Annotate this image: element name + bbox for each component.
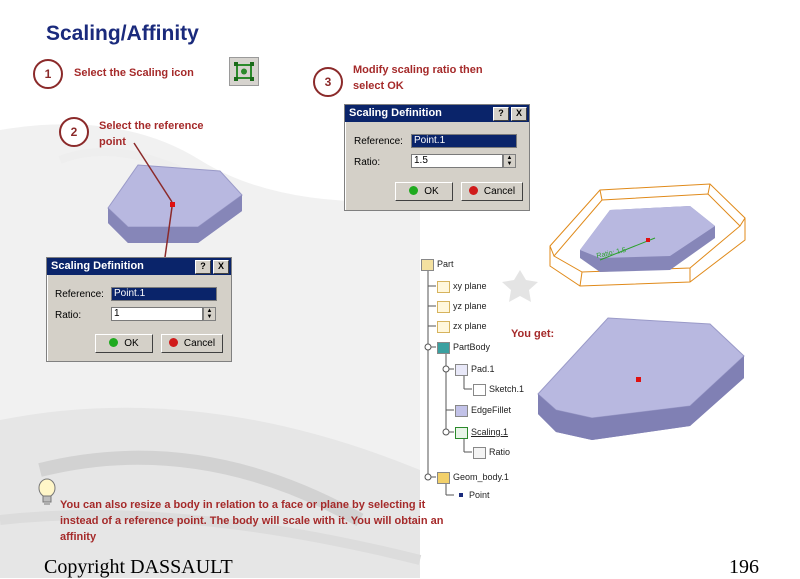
you-get-label: You get: <box>511 328 555 340</box>
cancel-icon <box>468 186 478 195</box>
ratio-spinner[interactable]: ▲▼ <box>203 307 216 321</box>
tree-node-ratio[interactable]: Ratio <box>473 445 510 459</box>
lightbulb-icon <box>38 478 56 505</box>
plane-icon <box>437 300 450 313</box>
tree-node-xy-plane[interactable]: xy plane <box>437 279 487 293</box>
step-3-text: Modify scaling ratio then select OK <box>353 64 483 92</box>
reference-label: Reference: <box>55 289 104 300</box>
part-icon <box>421 258 434 271</box>
ok-button[interactable]: OK <box>95 334 153 353</box>
scaling-icon <box>455 426 468 439</box>
close-button[interactable]: X <box>213 260 229 274</box>
reference-field[interactable]: Point.1 <box>411 134 517 148</box>
ratio-label: Ratio: <box>354 157 381 168</box>
specification-tree: Part xy plane yz plane zx plane PartBody… <box>420 252 620 512</box>
tree-node-point[interactable]: Point <box>455 488 490 502</box>
part-scaled-result-3d[interactable] <box>532 312 752 447</box>
ok-icon <box>409 186 419 195</box>
step-2-number: 2 <box>59 117 89 147</box>
edge-fillet-icon <box>455 404 468 417</box>
copyright-footer: Copyright DASSAULT <box>44 556 233 578</box>
tree-lines <box>424 266 472 496</box>
step-1-text: Select the Scaling icon <box>74 67 194 79</box>
tree-node-geom-body[interactable]: Geom_body.1 <box>437 470 509 484</box>
cancel-icon <box>168 338 178 347</box>
tip-text: You can also resize a body in relation t… <box>60 499 444 543</box>
tree-node-scaling[interactable]: Scaling.1 <box>455 425 508 439</box>
step-3-number: 3 <box>313 67 343 97</box>
part-small-3d[interactable] <box>100 155 250 255</box>
dialog-title: Scaling Definition <box>47 258 231 275</box>
part-scaling-preview-3d[interactable]: Ratio: 1.5 <box>540 178 760 308</box>
help-button[interactable]: ? <box>195 260 211 274</box>
step-1-number: 1 <box>33 59 63 89</box>
tree-node-zx-plane[interactable]: zx plane <box>437 319 487 333</box>
ratio-label: Ratio: <box>55 310 82 321</box>
point-icon <box>459 493 463 498</box>
scaling-icon-button[interactable] <box>229 57 259 86</box>
tree-node-yz-plane[interactable]: yz plane <box>437 299 487 313</box>
tree-node-partbody[interactable]: PartBody <box>437 340 490 354</box>
body-icon <box>437 341 450 354</box>
scaling-definition-dialog-initial[interactable]: Scaling Definition ? X Reference: Point.… <box>46 257 232 362</box>
tree-node-pad[interactable]: Pad.1 <box>455 362 495 376</box>
scaling-definition-dialog-modified[interactable]: Scaling Definition ? X Reference: Point.… <box>344 104 530 211</box>
ok-icon <box>109 338 119 347</box>
help-button[interactable]: ? <box>493 107 509 121</box>
parameter-icon <box>473 446 486 459</box>
ratio-field[interactable]: 1.5 <box>411 154 503 168</box>
page-title: Scaling/Affinity <box>46 22 199 45</box>
page-number: 196 <box>729 556 759 578</box>
ratio-field[interactable]: 1 <box>111 307 203 321</box>
plane-icon <box>437 280 450 293</box>
reference-field[interactable]: Point.1 <box>111 287 217 301</box>
tree-node-sketch[interactable]: Sketch.1 <box>473 382 524 396</box>
sketch-icon <box>473 383 486 396</box>
tree-node-part[interactable]: Part <box>421 257 454 271</box>
geometrical-set-icon <box>437 471 450 484</box>
reference-point-marker[interactable] <box>170 202 175 207</box>
ratio-spinner[interactable]: ▲▼ <box>503 154 516 168</box>
pad-icon <box>455 363 468 376</box>
cancel-button[interactable]: Cancel <box>161 334 223 353</box>
tree-node-edgefillet[interactable]: EdgeFillet <box>455 403 511 417</box>
cancel-button[interactable]: Cancel <box>461 182 523 201</box>
reference-point-marker[interactable] <box>636 377 641 382</box>
scaling-icon <box>234 62 254 81</box>
ok-button[interactable]: OK <box>395 182 453 201</box>
reference-label: Reference: <box>354 136 403 147</box>
close-button[interactable]: X <box>511 107 527 121</box>
plane-icon <box>437 320 450 333</box>
dialog-title: Scaling Definition <box>345 105 529 122</box>
step-2-text: Select the reference point <box>99 120 204 148</box>
